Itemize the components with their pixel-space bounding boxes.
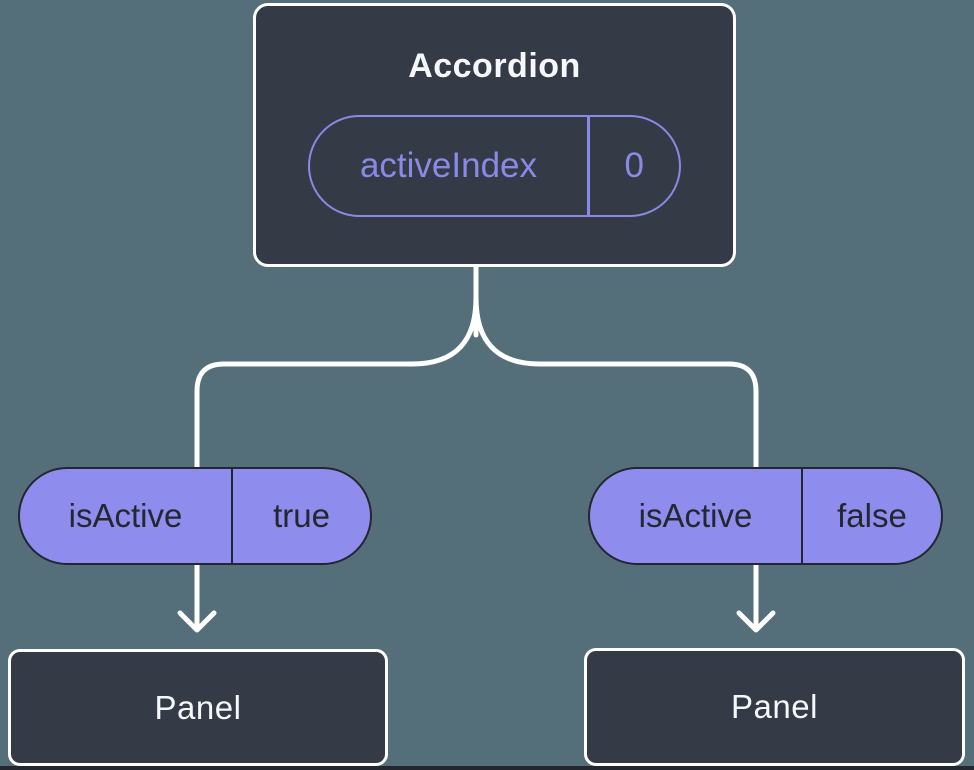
branch-line-left: [194, 295, 479, 473]
panel-title: Panel: [154, 688, 242, 726]
arrow-down-icon: [736, 610, 776, 633]
prop-pill-value: false: [837, 497, 907, 534]
state-pill-value: 0: [624, 146, 644, 185]
pill-divider: [801, 469, 803, 563]
panel-node-right: Panel: [584, 648, 965, 766]
arrow-down-icon: [177, 610, 217, 633]
state-pill-name: activeIndex: [359, 146, 538, 185]
prop-pill-name: isActive: [638, 497, 753, 534]
branch-line-right: [473, 295, 759, 473]
page-edge-strip: [0, 766, 974, 770]
prop-pill-name: isActive: [68, 497, 183, 534]
panel-title: Panel: [731, 688, 818, 725]
pill-divider: [231, 469, 233, 563]
state-pill: activeIndex 0: [308, 115, 681, 217]
prop-pill-is-active-true: isActive true: [18, 467, 372, 565]
prop-pill-is-active-false: isActive false: [588, 467, 943, 565]
accordion-node: Accordion activeIndex 0: [253, 3, 736, 267]
accordion-title: Accordion: [408, 47, 581, 85]
pill-divider: [587, 117, 590, 215]
panel-node-left: Panel: [8, 649, 388, 766]
prop-pill-value: true: [273, 497, 330, 534]
